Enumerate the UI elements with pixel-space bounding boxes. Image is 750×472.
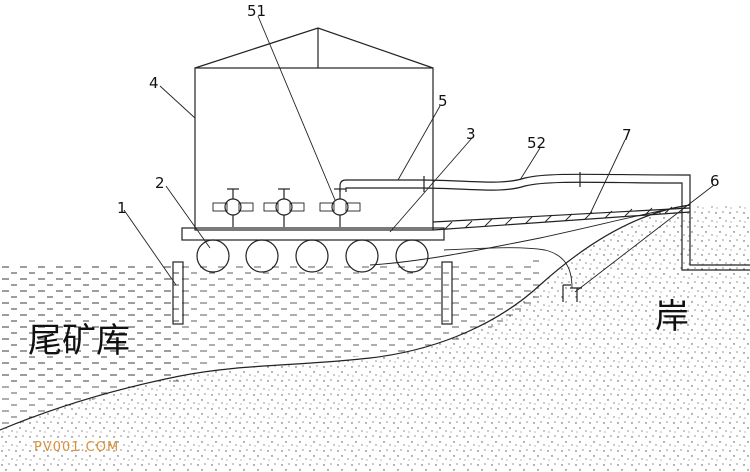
discharge-pipe [339,172,750,271]
walkway-bridge [432,206,691,231]
label-1: 1 [117,199,127,217]
shore-sand [0,204,750,472]
watermark: PV001.COM [34,440,119,455]
leader-lines [123,15,715,293]
label-6: 6 [710,172,720,190]
piles [172,261,453,325]
label-52: 52 [527,134,546,152]
pump-units [212,188,361,227]
label-7: 7 [622,126,632,144]
shore-upper-line [369,204,691,266]
pump-house [194,27,434,231]
label-5: 5 [438,92,448,110]
pump-unit-3 [319,188,361,227]
shore-outline [0,204,691,431]
pump-unit-1 [212,188,254,227]
shore-label: 岸 [655,297,689,337]
anchor-cable [443,247,582,302]
part-labels: 1 2 3 4 5 51 52 6 7 [117,2,720,217]
label-51: 51 [247,2,266,20]
label-2: 2 [155,174,165,192]
tailings-pond-label: 尾矿库 [28,321,130,361]
floating-platform [181,227,445,273]
label-3: 3 [466,125,476,143]
pump-unit-2 [263,188,305,227]
label-4: 4 [149,74,159,92]
